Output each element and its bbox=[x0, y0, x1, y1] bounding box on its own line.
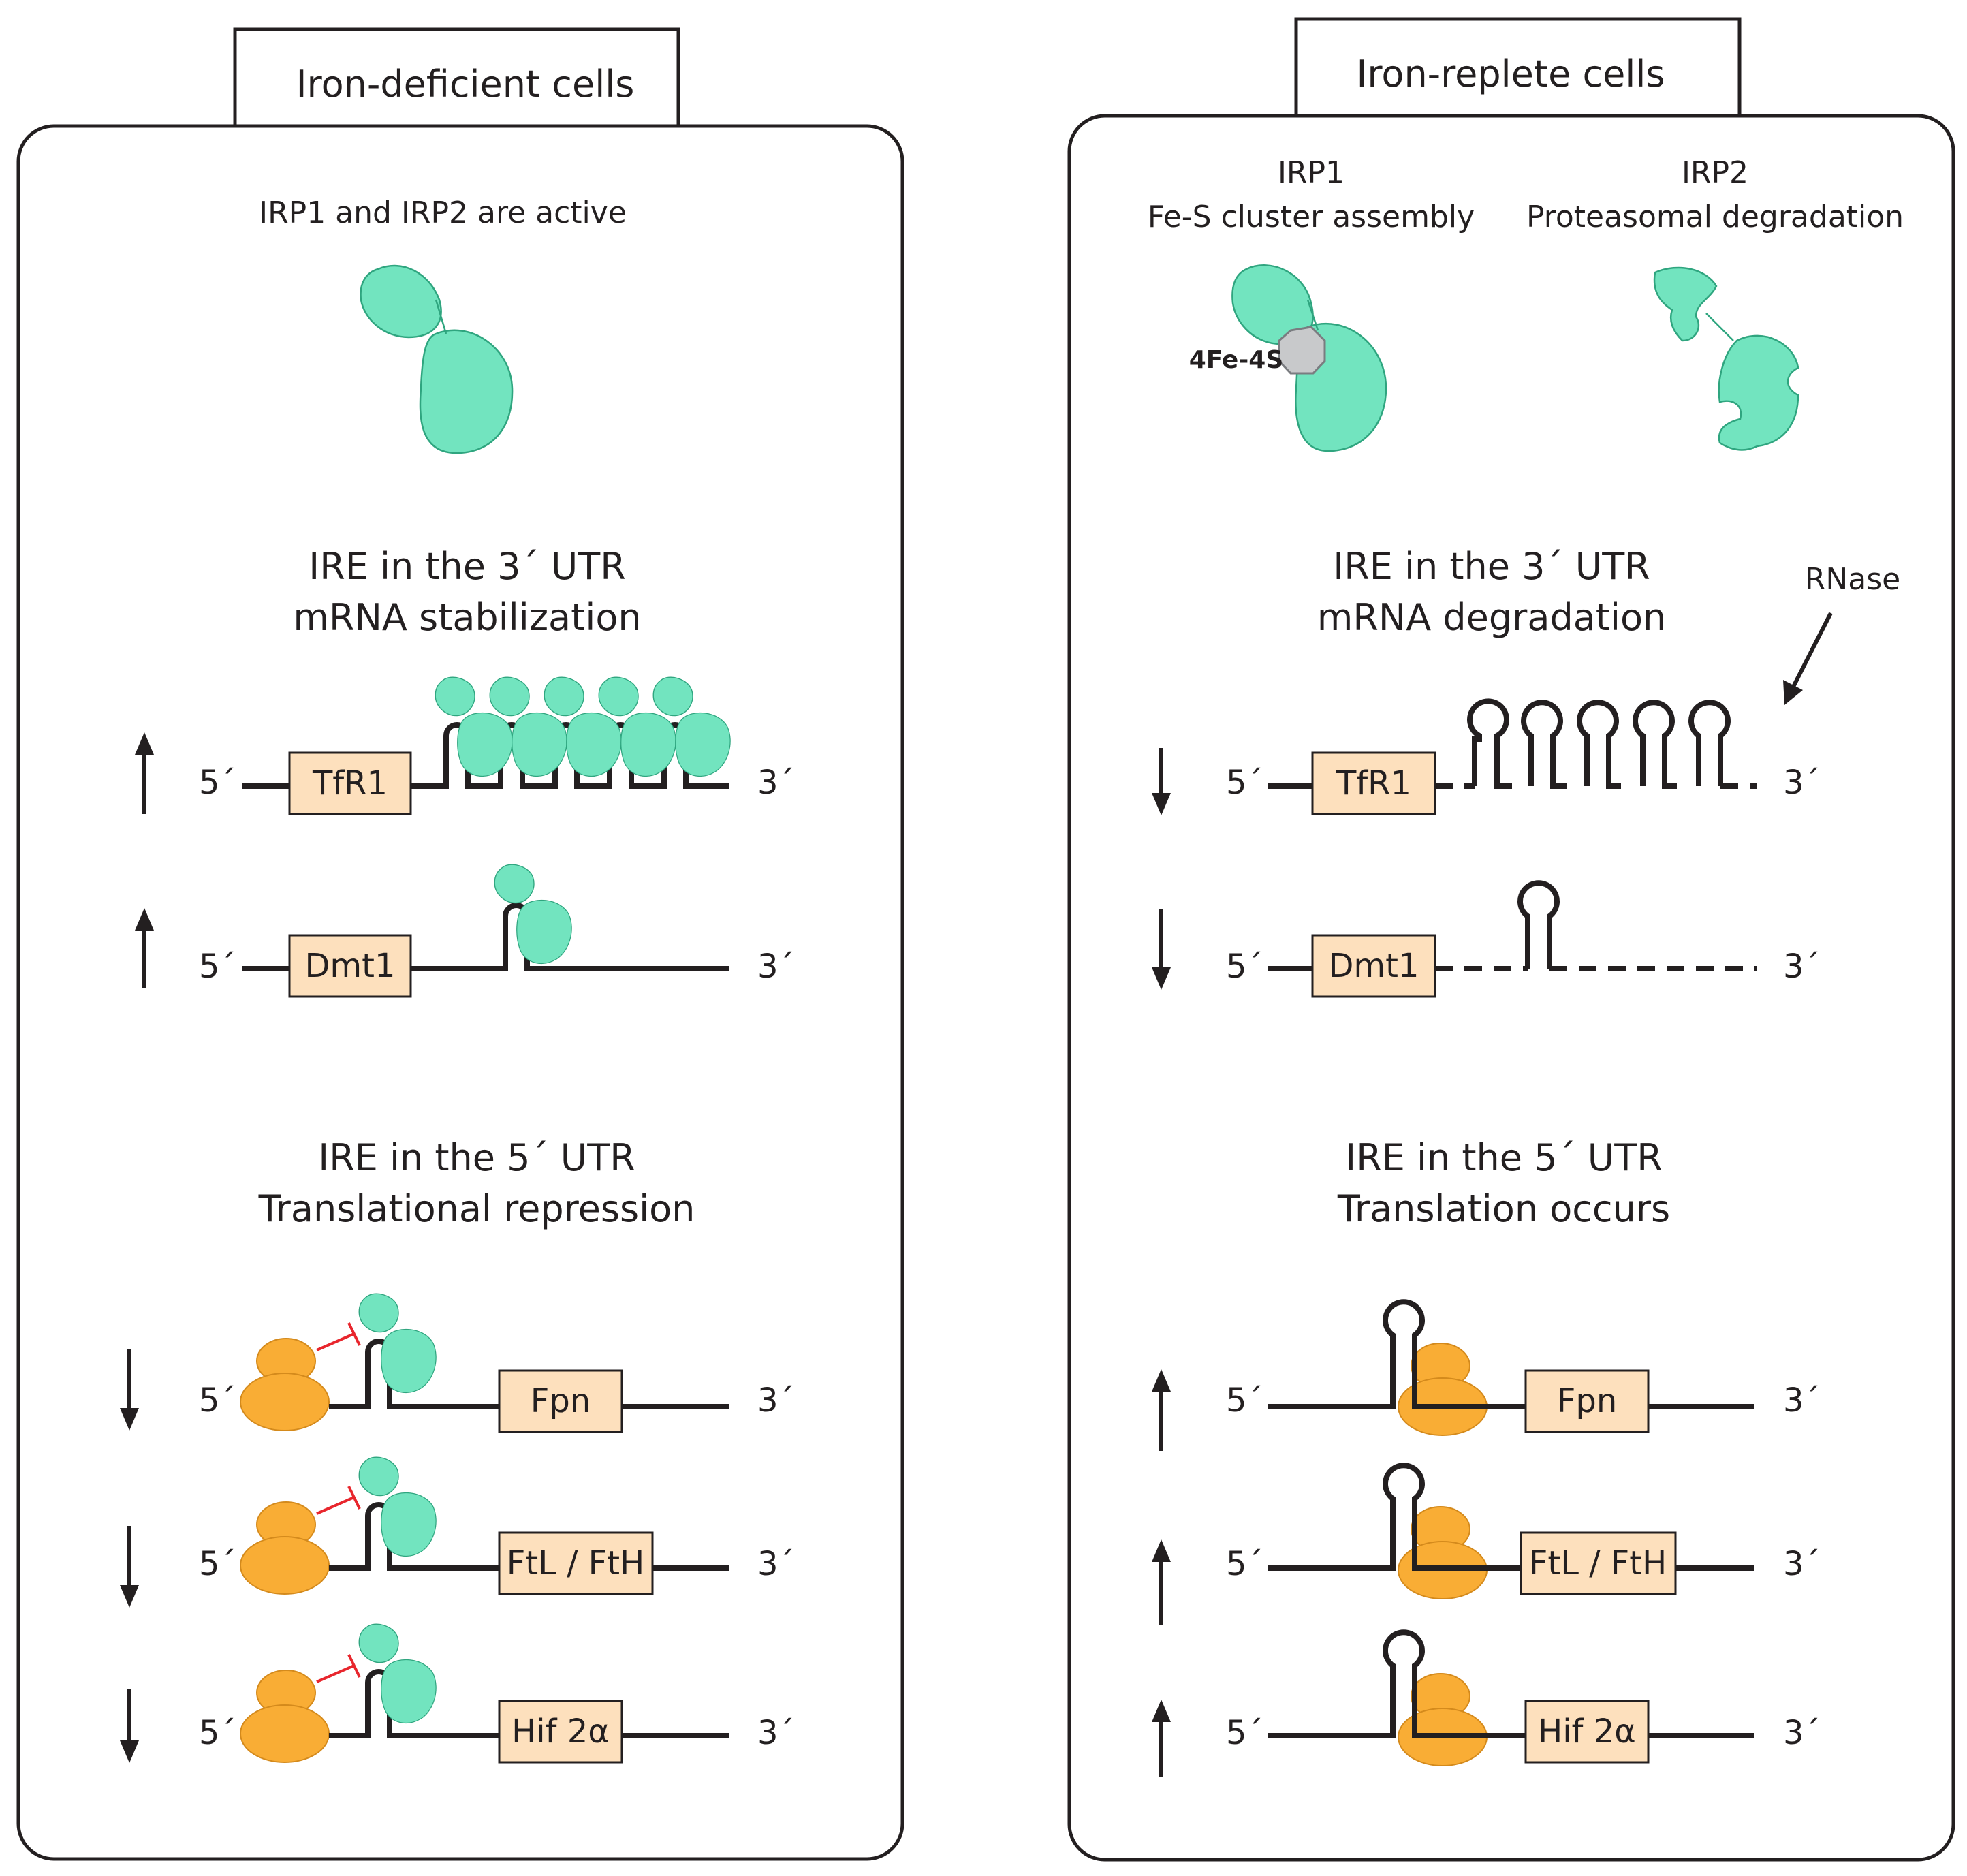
irp2-degraded-icon bbox=[1653, 266, 1799, 451]
down-arrow-icon bbox=[120, 1689, 139, 1763]
inhibition-mark bbox=[316, 1486, 361, 1515]
fe-s-cluster-icon bbox=[1278, 326, 1326, 375]
right-fpn-row: 5´ 3´ Fpn bbox=[1152, 1299, 1821, 1451]
gene-box bbox=[1311, 934, 1436, 998]
gene-label: Fpn bbox=[531, 1382, 591, 1420]
left-3utr-subheading: mRNA stabilization bbox=[293, 596, 641, 639]
gene-box bbox=[1520, 1531, 1677, 1595]
five-prime-label: 5´ bbox=[1226, 1545, 1263, 1583]
ribosome-icon bbox=[240, 1501, 330, 1595]
irp1-state: Fe-S cluster assembly bbox=[1148, 200, 1475, 234]
five-prime-label: 5´ bbox=[1226, 1714, 1263, 1752]
right-5utr-heading: IRE in the 5´ UTR bbox=[1345, 1136, 1662, 1179]
irp1-label: IRP1 bbox=[1278, 155, 1344, 190]
up-arrow-icon bbox=[135, 732, 154, 814]
gene-label: TfR1 bbox=[312, 764, 388, 802]
iron-deficient-panel: Iron-deficient cells IRP1 and IRP2 are a… bbox=[16, 27, 904, 1861]
inhibition-mark bbox=[316, 1654, 361, 1683]
down-arrow-icon bbox=[1152, 909, 1171, 990]
down-arrow-icon bbox=[1152, 748, 1171, 815]
three-prime-label: 3´ bbox=[757, 948, 795, 986]
gene-label: FtL / FtH bbox=[507, 1544, 644, 1582]
irp2-label: IRP2 bbox=[1682, 155, 1748, 190]
five-prime-label: 5´ bbox=[199, 1714, 236, 1752]
gene-box bbox=[498, 1700, 623, 1764]
ribosome-icon bbox=[240, 1670, 330, 1763]
right-title-tab bbox=[1294, 17, 1742, 118]
left-5utr-subheading: Translational repression bbox=[258, 1187, 695, 1230]
right-dmt1-row: 5´ 3´ Dmt1 bbox=[1152, 880, 1821, 998]
active-irp-icon bbox=[360, 264, 514, 454]
up-arrow-icon bbox=[1152, 1700, 1171, 1777]
gene-box bbox=[1311, 751, 1436, 815]
gene-box bbox=[1524, 1369, 1650, 1433]
three-prime-label: 3´ bbox=[1783, 948, 1821, 986]
gene-box bbox=[498, 1531, 654, 1595]
right-panel-frame bbox=[1067, 114, 1955, 1862]
rnase-label: RNase bbox=[1805, 562, 1900, 597]
left-tfr1-row: 5´ 3´ TfR1 bbox=[135, 676, 795, 815]
right-ftl-row: 5´ 3´ FtL / FtH bbox=[1152, 1463, 1821, 1625]
left-title-tab bbox=[233, 27, 680, 128]
left-hif-row: 5´ 3´ Hif 2α bbox=[120, 1623, 795, 1764]
irp-active-label: IRP1 and IRP2 are active bbox=[259, 196, 627, 230]
three-prime-label: 3´ bbox=[757, 1545, 795, 1583]
three-prime-label: 3´ bbox=[1783, 1714, 1821, 1752]
rnase-arrow-icon bbox=[1783, 612, 1833, 705]
ribosome-icon bbox=[240, 1338, 330, 1431]
right-3utr-heading: IRE in the 3´ UTR bbox=[1333, 545, 1650, 588]
three-prime-label: 3´ bbox=[1783, 764, 1821, 802]
gene-label: Dmt1 bbox=[304, 947, 395, 985]
five-prime-label: 5´ bbox=[1226, 764, 1263, 802]
five-prime-label: 5´ bbox=[199, 1545, 236, 1583]
left-ftl-row: 5´ 3´ FtL / FtH bbox=[120, 1456, 795, 1608]
down-arrow-icon bbox=[120, 1349, 139, 1431]
irp2-state: Proteasomal degradation bbox=[1526, 200, 1904, 234]
right-title: Iron-replete cells bbox=[1356, 52, 1665, 95]
gene-label: FtL / FtH bbox=[1529, 1544, 1667, 1582]
gene-label: Dmt1 bbox=[1328, 947, 1419, 985]
five-prime-label: 5´ bbox=[199, 764, 236, 802]
iron-replete-panel: Iron-replete cells IRP1 Fe-S cluster ass… bbox=[1067, 17, 1955, 1862]
right-hif-row: 5´ 3´ Hif 2α bbox=[1152, 1629, 1821, 1777]
gene-box bbox=[498, 1369, 623, 1433]
three-prime-label: 3´ bbox=[1783, 1381, 1821, 1420]
five-prime-label: 5´ bbox=[199, 1381, 236, 1420]
up-arrow-icon bbox=[1152, 1369, 1171, 1451]
gene-label: TfR1 bbox=[1336, 764, 1411, 802]
three-prime-label: 3´ bbox=[1783, 1545, 1821, 1583]
left-5utr-heading: IRE in the 5´ UTR bbox=[318, 1136, 635, 1179]
gene-label: Fpn bbox=[1557, 1382, 1618, 1420]
left-title: Iron-deficient cells bbox=[296, 63, 635, 106]
gene-label: Hif 2α bbox=[512, 1713, 610, 1751]
gene-box bbox=[288, 934, 412, 998]
right-tfr1-row: 5´ 3´ TfR1 bbox=[1152, 698, 1821, 815]
gene-box bbox=[1524, 1700, 1650, 1764]
up-arrow-icon bbox=[1152, 1539, 1171, 1625]
three-prime-label: 3´ bbox=[757, 1381, 795, 1420]
five-prime-label: 5´ bbox=[199, 948, 236, 986]
down-arrow-icon bbox=[120, 1526, 139, 1608]
inhibition-mark bbox=[316, 1322, 361, 1351]
left-dmt1-row: 5´ 3´ Dmt1 bbox=[135, 864, 795, 998]
right-5utr-subheading: Translation occurs bbox=[1337, 1187, 1670, 1230]
three-prime-label: 3´ bbox=[757, 764, 795, 802]
left-fpn-row: 5´ 3´ Fpn bbox=[120, 1293, 795, 1433]
left-3utr-heading: IRE in the 3´ UTR bbox=[309, 545, 625, 588]
right-3utr-subheading: mRNA degradation bbox=[1317, 596, 1667, 639]
gene-label: Hif 2α bbox=[1538, 1713, 1636, 1751]
five-prime-label: 5´ bbox=[1226, 948, 1263, 986]
three-prime-label: 3´ bbox=[757, 1714, 795, 1752]
five-prime-label: 5´ bbox=[1226, 1381, 1263, 1420]
up-arrow-icon bbox=[135, 908, 154, 988]
cluster-label: 4Fe-4S bbox=[1189, 346, 1284, 374]
